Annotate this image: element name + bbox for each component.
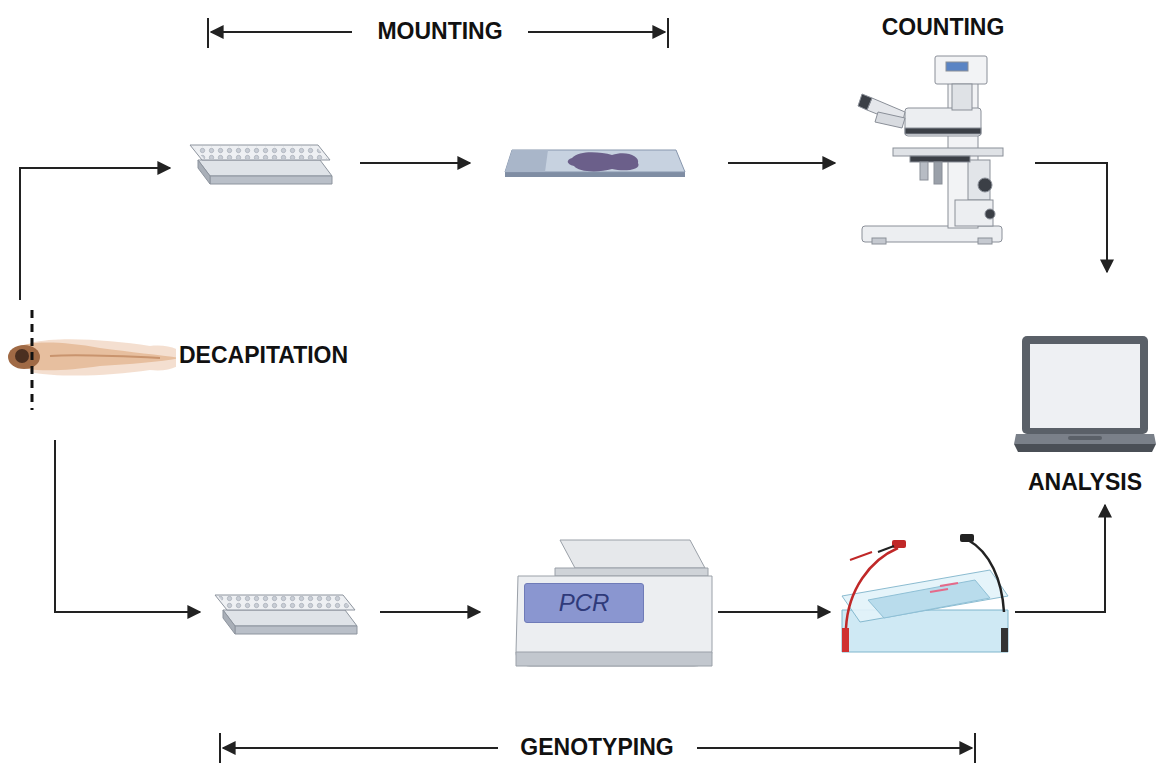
step-label: ANALYSIS: [1025, 470, 1145, 495]
mounting-bracket: [208, 18, 668, 48]
gel-box: [842, 534, 1008, 652]
microscope: [858, 56, 1003, 244]
pcr-machine: [516, 540, 712, 666]
well-plate: [215, 595, 357, 634]
step-label: GENOTYPING: [517, 735, 676, 760]
laptop: [1014, 336, 1156, 452]
microscope-slide: [505, 150, 685, 177]
zebrafish-larva: [8, 310, 186, 410]
flow-arrows: [20, 163, 1107, 612]
pcr-screen: PCR: [524, 583, 644, 623]
step-label: DECAPITATION: [176, 343, 351, 368]
step-label: COUNTING: [879, 15, 1008, 40]
device-label: PCR: [559, 590, 610, 616]
well-plate: [190, 145, 332, 184]
step-label: MOUNTING: [374, 19, 505, 44]
genotyping-bracket: [220, 733, 975, 763]
